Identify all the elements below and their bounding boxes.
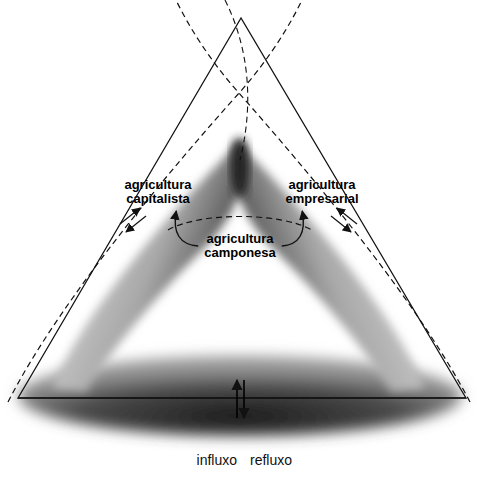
right-blob (232, 140, 425, 392)
influx-label: influxo (197, 452, 237, 468)
triangle-outline (18, 18, 466, 398)
dashed-curve (225, 0, 248, 160)
influx-arrow (236, 380, 238, 418)
flow-arrow (126, 216, 146, 232)
flow-connector (175, 211, 198, 246)
flow-arrow (331, 216, 351, 232)
flow-arrow (337, 208, 357, 224)
business-region: agricultura empresarial (283, 176, 362, 208)
reflux-label: refluxo (250, 452, 292, 468)
capitalist-region: agricultura capitalista (121, 176, 194, 208)
region-name: agricultura empresarial (286, 178, 359, 206)
apex-shade (231, 138, 249, 198)
reflux-arrow (243, 380, 245, 418)
base-line (18, 397, 466, 398)
flow-arrow (120, 208, 140, 224)
dashed-curve (8, 0, 302, 402)
flow-connector (282, 211, 304, 246)
region-name: agricultura camponesa (204, 232, 276, 260)
peasant-region: agricultura camponesa (201, 230, 279, 262)
region-name: agricultura capitalista (124, 178, 191, 206)
left-blob (52, 140, 245, 392)
dashed-curve (168, 217, 312, 231)
dashed-curve (176, 0, 470, 402)
